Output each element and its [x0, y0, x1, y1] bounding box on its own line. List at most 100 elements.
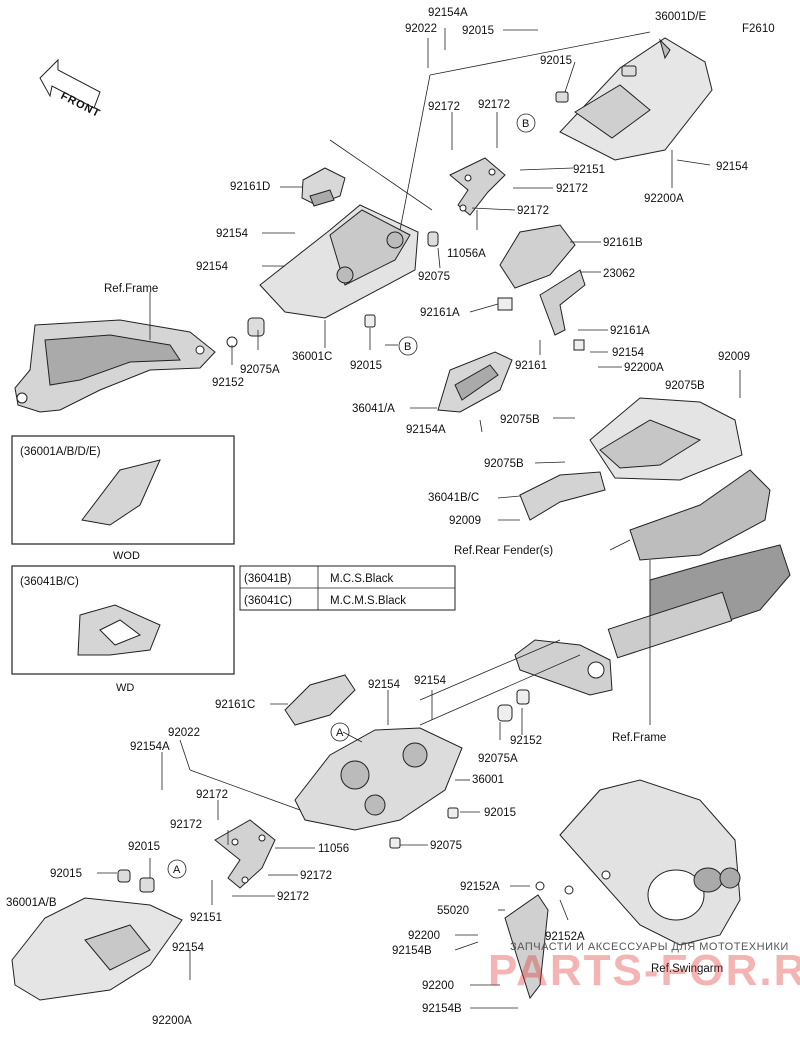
color-table-code-2: (36041C)	[244, 595, 292, 607]
label-92009-bottom: 92009	[449, 515, 481, 527]
label-92075A-top: 92075A	[240, 364, 280, 376]
tail-cowl-right	[589, 397, 743, 481]
cover-36041A	[437, 351, 513, 413]
rubber-piece-92161B	[499, 224, 576, 289]
label-11056A: 11056A	[447, 248, 486, 260]
inset-wod-caption: WOD	[113, 550, 140, 562]
color-table-color-2: M.C.M.S.Black	[330, 595, 406, 607]
color-table: (36041B) M.C.S.Black (36041C) M.C.M.S.Bl…	[239, 565, 456, 611]
frame-upper	[14, 317, 265, 413]
inset-wod-header: (36001A/B/D/E)	[20, 446, 101, 458]
inset-wd-header: (36041B/C)	[20, 576, 79, 588]
label-92075A-lo: 92075A	[478, 753, 518, 765]
label-92200A-top: 92200A	[644, 193, 684, 205]
label-92154-lo3: 92154	[172, 942, 205, 954]
bracket-23062	[497, 269, 586, 351]
label-92015-center: 92015	[350, 360, 382, 372]
label-36001AB: 36001A/B	[6, 897, 57, 909]
seat-cowl-36001	[294, 689, 530, 849]
callout-A-mid: A	[336, 727, 344, 739]
label-92154-right: 92154	[716, 161, 749, 173]
label-92154A-mid: 92154A	[406, 424, 446, 436]
inset-wd: (36041B/C) WD	[11, 565, 235, 694]
label-92151-top: 92151	[573, 164, 605, 176]
label-92154B-b: 92154B	[422, 1003, 462, 1015]
front-arrow-icon: FRONT	[39, 58, 102, 120]
label-92161A-left: 92161A	[420, 307, 460, 319]
label-11056: 11056	[318, 843, 349, 855]
label-92154-mid1: 92154	[216, 228, 249, 240]
label-ref-frame-top: Ref.Frame	[104, 283, 158, 295]
label-92172-a: 92172	[428, 101, 460, 113]
bracket-55020	[504, 870, 611, 1000]
watermark-text: ЗАПЧАСТИ И АКСЕССУАРЫ ДЛЯ МОТОТЕХНИКИ	[510, 941, 789, 953]
label-92152-top: 92152	[212, 377, 244, 389]
label-92200A-mid: 92200A	[624, 362, 664, 374]
label-92154-lo1: 92154	[368, 679, 401, 691]
label-92152-lo: 92152	[510, 735, 542, 747]
part-labels: 92154A 92022 92015 36001D/E 92015 92172 …	[6, 7, 750, 1027]
seat-cowl-36001AB	[11, 869, 183, 1001]
label-92152A-a: 92152A	[460, 881, 500, 893]
label-92154A-lo: 92154A	[130, 741, 170, 753]
label-92172-c: 92172	[556, 183, 588, 195]
callout-circles	[167, 113, 536, 879]
label-23062: 23062	[603, 268, 635, 280]
label-92075B-a: 92075B	[665, 380, 705, 392]
label-92015-right: 92015	[540, 55, 572, 67]
label-92172-lo1: 92172	[196, 789, 228, 801]
callout-A-lo: A	[173, 864, 181, 876]
label-92172-b: 92172	[478, 99, 510, 111]
label-92154-lo2: 92154	[414, 675, 447, 687]
frame-rear-lower	[419, 591, 733, 726]
label-92154-mid2: 92154	[196, 261, 229, 273]
label-92161B: 92161B	[603, 237, 643, 249]
label-92161: 92161	[515, 360, 547, 372]
bracket-11056A	[449, 157, 506, 216]
label-92154B-a: 92154B	[392, 945, 432, 957]
label-92151-lo: 92151	[190, 912, 222, 924]
label-92022-lo: 92022	[168, 727, 200, 739]
watermark: ЗАПЧАСТИ И АКСЕССУАРЫ ДЛЯ МОТОТЕХНИКИ PA…	[488, 941, 800, 995]
label-92015-ll2: 92015	[128, 841, 160, 853]
bracket-11056	[214, 819, 276, 889]
seat-cowl-upper-right	[555, 37, 713, 161]
label-92172-lo3: 92172	[300, 870, 332, 882]
label-92200-a: 92200	[408, 930, 440, 942]
label-92161D: 92161D	[230, 181, 270, 193]
label-92161C: 92161C	[215, 699, 255, 711]
label-92015-top: 92015	[462, 25, 494, 37]
watermark-brand: PARTS-FOR.RU	[488, 946, 800, 995]
label-92152A-b: 92152A	[545, 931, 585, 943]
label-92015-ll: 92015	[50, 868, 82, 880]
label-92154-center: 92154	[612, 347, 645, 359]
label-92075-mid: 92075	[418, 271, 450, 283]
seat-cowl-36001C	[259, 204, 439, 328]
label-ref-rear-fender: Ref.Rear Fender(s)	[454, 545, 553, 557]
label-92200-b: 92200	[422, 980, 454, 992]
label-92172-lo4: 92172	[277, 891, 309, 903]
label-92200A-lo: 92200A	[152, 1015, 192, 1027]
label-92015-lo: 92015	[484, 807, 516, 819]
swingarm	[559, 779, 741, 946]
color-table-color-1: M.C.S.Black	[330, 573, 394, 585]
label-36001C: 36001C	[292, 351, 332, 363]
label-92172-lo2: 92172	[170, 819, 202, 831]
callout-B-top: B	[522, 118, 529, 130]
label-36001DE: 36001D/E	[655, 11, 706, 23]
color-table-code-1: (36041B)	[244, 573, 291, 585]
label-92075-lo: 92075	[430, 840, 462, 852]
leader-lines	[97, 28, 741, 1009]
inset-wd-caption: WD	[116, 682, 134, 694]
label-92172-d: 92172	[517, 205, 549, 217]
rubber-piece-92161C	[284, 674, 356, 726]
label-36041A: 36041/A	[352, 403, 395, 415]
callout-B-mid: B	[404, 341, 411, 353]
label-55020: 55020	[437, 905, 469, 917]
label-92161A-right: 92161A	[610, 325, 650, 337]
label-92022-top: 92022	[405, 23, 437, 35]
label-ref-frame-lo: Ref.Frame	[612, 732, 666, 744]
label-92075B-c: 92075B	[484, 458, 524, 470]
